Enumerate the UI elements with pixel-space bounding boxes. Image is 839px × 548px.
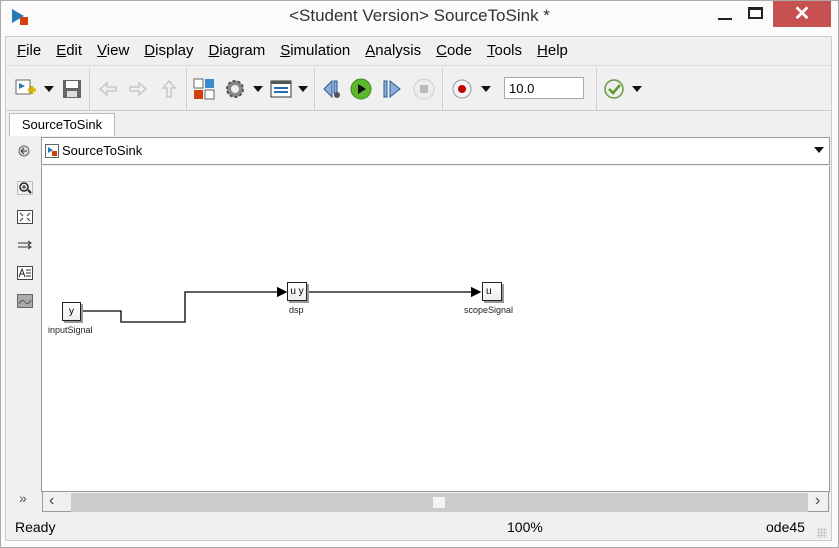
image-icon[interactable] (17, 294, 33, 308)
explorer-dropdown-caret[interactable] (298, 86, 308, 92)
maximize-button[interactable] (748, 7, 763, 19)
signal-lines (81, 286, 482, 323)
model-icon (45, 144, 59, 158)
menu-code[interactable]: Code (436, 42, 472, 59)
expand-sidebar-button[interactable]: » (19, 490, 27, 506)
block-port-label: y (69, 306, 74, 317)
close-button[interactable]: ✕ (773, 1, 831, 27)
menu-edit[interactable]: Edit (56, 42, 83, 59)
zoom-in-icon[interactable] (17, 181, 33, 195)
block-label-dsp: dsp (289, 305, 304, 315)
back-icon[interactable] (97, 78, 119, 100)
menu-help[interactable]: Help (537, 42, 568, 59)
model-explorer-icon[interactable] (270, 78, 292, 100)
menu-bar: File Edit View Display Diagram Simulatio… (17, 42, 583, 59)
menu-simulation[interactable]: Simulation (280, 42, 351, 59)
menu-file[interactable]: File (17, 42, 42, 59)
new-dropdown-caret[interactable] (44, 86, 54, 92)
minimize-button[interactable] (718, 18, 732, 20)
diagram-canvas[interactable] (41, 166, 830, 492)
block-port-label: u (486, 286, 492, 297)
block-scopesignal[interactable]: u (482, 282, 502, 301)
block-dsp[interactable]: u y (287, 282, 307, 301)
record-dropdown-caret[interactable] (481, 86, 491, 92)
tab-sourcetosink[interactable]: SourceToSink (9, 113, 115, 136)
model-advisor-check-icon[interactable] (603, 78, 625, 100)
signal-routing-icon[interactable] (17, 238, 33, 252)
annotation-icon[interactable] (17, 266, 33, 280)
step-forward-icon[interactable] (381, 78, 403, 100)
menu-diagram[interactable]: Diagram (208, 42, 266, 59)
window-title: <Student Version> SourceToSink * (289, 6, 550, 25)
menu-analysis[interactable]: Analysis (365, 42, 422, 59)
new-model-icon[interactable] (15, 78, 37, 100)
menu-tools[interactable]: Tools (487, 42, 523, 59)
status-text: Ready (15, 519, 56, 535)
menu-view[interactable]: View (97, 42, 130, 59)
breadcrumb-dropdown-caret[interactable] (814, 147, 824, 153)
fit-to-view-icon[interactable] (17, 210, 33, 224)
settings-dropdown-caret[interactable] (253, 86, 263, 92)
block-inputsignal[interactable]: y (62, 302, 81, 321)
block-label-scopesignal: scopeSignal (464, 305, 514, 315)
save-icon[interactable] (61, 78, 83, 100)
resize-grip-icon[interactable] (817, 528, 827, 538)
forward-icon[interactable] (127, 78, 149, 100)
record-button[interactable] (451, 78, 473, 100)
scroll-left-button[interactable]: ‹ (49, 492, 55, 509)
step-back-icon[interactable] (322, 78, 344, 100)
signal-line-input-to-dsp (81, 286, 288, 323)
model-breadcrumb[interactable]: SourceToSink (41, 137, 830, 165)
block-port-label: u y (290, 286, 304, 297)
block-label-inputsignal: inputSignal (48, 325, 93, 335)
advisor-dropdown-caret[interactable] (632, 86, 642, 92)
run-button[interactable] (350, 78, 372, 100)
stop-time-input[interactable]: 10.0 (504, 77, 584, 99)
back-navigation-icon[interactable] (18, 145, 30, 157)
menu-display[interactable]: Display (144, 42, 194, 59)
library-browser-icon[interactable] (193, 78, 215, 100)
zoom-level: 100% (507, 519, 543, 535)
gear-icon[interactable] (224, 78, 246, 100)
up-icon[interactable] (158, 78, 180, 100)
scroll-right-button[interactable]: › (815, 492, 821, 509)
breadcrumb-label: SourceToSink (62, 143, 143, 158)
simulink-app-icon (12, 9, 28, 25)
scrollbar-thumb[interactable] (433, 497, 445, 508)
stop-button[interactable] (413, 78, 435, 100)
solver-name[interactable]: ode45 (766, 519, 805, 535)
